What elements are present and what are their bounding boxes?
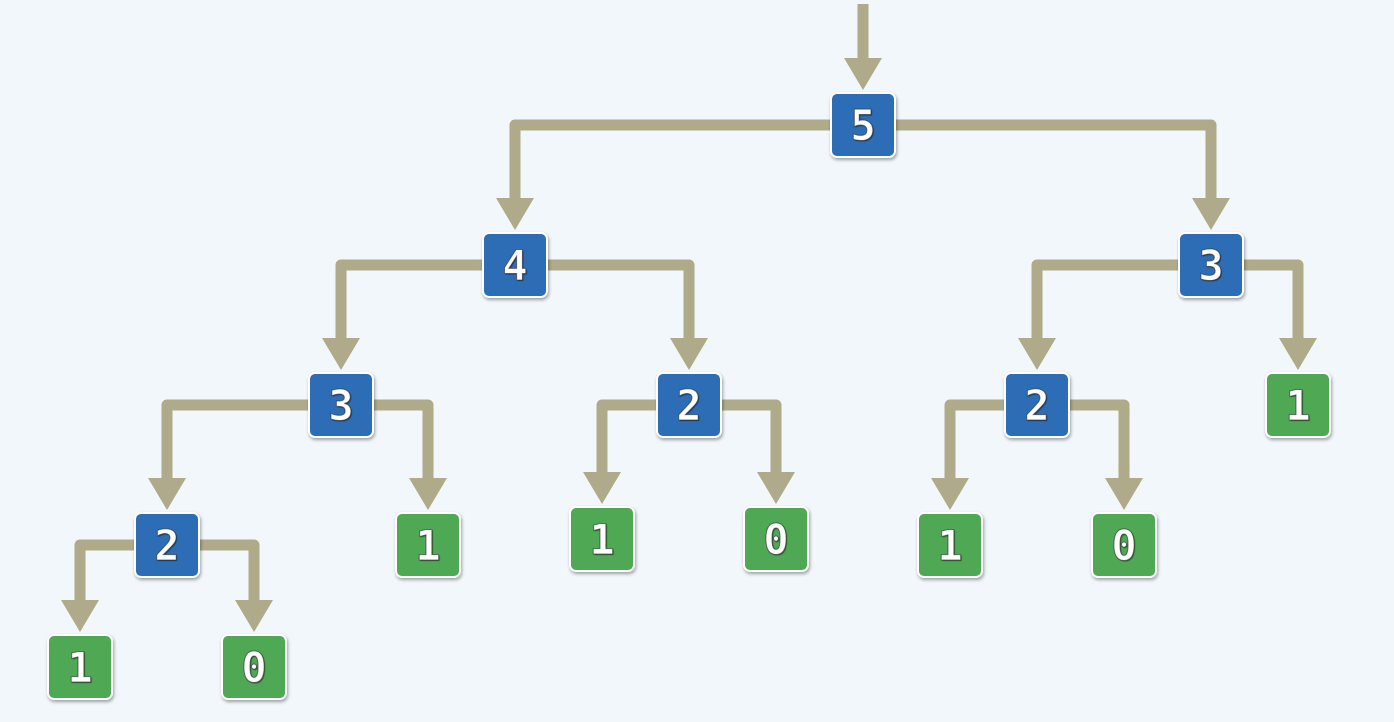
tree-node-n0d: 0 <box>221 634 287 700</box>
tree-node-n0c: 0 <box>1091 512 1157 578</box>
tree-node-n1a: 1 <box>395 512 461 578</box>
tree-node-n4: 4 <box>482 232 548 298</box>
arrowhead-n3l-n2l <box>148 478 186 510</box>
arrowhead-n2r-n0c <box>1105 478 1143 510</box>
arrowhead-n2r-n1c <box>931 478 969 510</box>
arrowhead-n5-n3r <box>1192 198 1230 230</box>
tree-node-n1rr: 1 <box>1265 372 1331 438</box>
tree-node-n2r: 2 <box>1004 372 1070 438</box>
entry-arrowhead <box>844 58 882 90</box>
edge-n4-n3l <box>335 259 515 342</box>
edge-n3l-n2l <box>161 399 341 482</box>
arrowhead-n2m-n0b <box>757 472 795 504</box>
arrowhead-n4-n2m <box>670 338 708 370</box>
tree-node-n3r: 3 <box>1178 232 1244 298</box>
tree-node-n3l: 3 <box>308 372 374 438</box>
edge-n5-n4 <box>509 119 863 202</box>
arrowhead-n5-n4 <box>496 198 534 230</box>
edge-n3r-n2r <box>1031 259 1211 342</box>
arrowhead-n2m-n1b <box>583 472 621 504</box>
tree-node-n2m: 2 <box>656 372 722 438</box>
tree-node-n1c: 1 <box>917 512 983 578</box>
edge-n4-n2m <box>515 259 695 342</box>
arrowhead-n2l-n0d <box>235 600 273 632</box>
arrowhead-n3r-n2r <box>1018 338 1056 370</box>
edge-n5-n3r <box>863 119 1217 202</box>
tree-node-n1d: 1 <box>47 634 113 700</box>
tree-node-n0b: 0 <box>743 506 809 572</box>
tree-node-n5: 5 <box>830 92 896 158</box>
tree-node-n1b: 1 <box>569 506 635 572</box>
arrowhead-n2l-n1d <box>61 600 99 632</box>
arrowhead-n3r-n1rr <box>1279 338 1317 370</box>
arrowhead-n4-n3l <box>322 338 360 370</box>
arrowhead-n3l-n1a <box>409 478 447 510</box>
tree-node-n2l: 2 <box>134 512 200 578</box>
